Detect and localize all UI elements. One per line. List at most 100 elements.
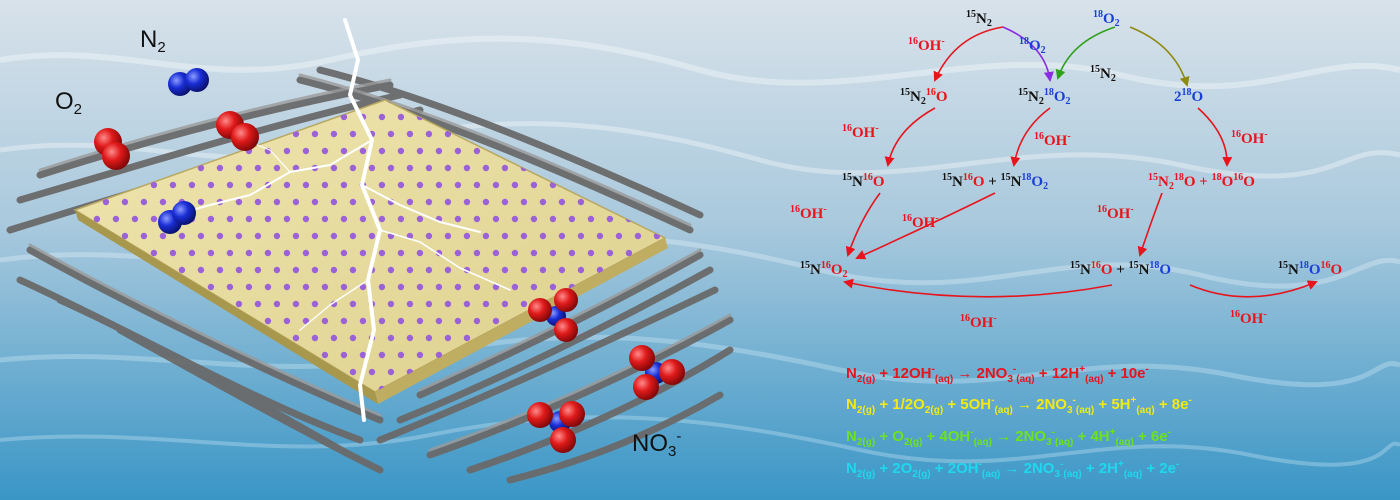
sheet-edge-left: [75, 210, 378, 404]
catalyst-dot: [283, 249, 291, 257]
catalyst-dot: [539, 232, 547, 240]
catalyst-dot: [235, 232, 243, 240]
nitrate-molecule-3: [527, 401, 585, 453]
catalyst-dot: [549, 283, 557, 291]
catalyst-dot: [520, 300, 528, 308]
nitrate-molecule-1: [528, 288, 578, 342]
catalyst-dot: [530, 283, 538, 291]
catalyst-dot: [473, 317, 481, 325]
catalyst-dot: [444, 300, 452, 308]
equation-part: → 2NO: [991, 428, 1047, 445]
catalyst-dot: [482, 300, 490, 308]
catalyst-dot: [207, 181, 215, 189]
catalyst-dot: [197, 266, 205, 274]
catalyst-dot: [406, 198, 414, 206]
catalyst-dot: [292, 300, 300, 308]
catalyst-dot: [425, 232, 433, 240]
catalyst-dot: [359, 147, 367, 155]
catalyst-dot: [330, 164, 338, 172]
catalyst-dot: [435, 351, 443, 359]
equation-4: N2(g) + 2O2(g) + 2OH-(aq) → 2NO3-(aq) + …: [846, 460, 1179, 480]
catalyst-dot: [245, 181, 253, 189]
catalyst-dot: [197, 198, 205, 206]
catalyst-dot: [530, 181, 538, 189]
catalyst-dot: [378, 113, 386, 121]
equation-part: + 4OH: [922, 428, 971, 445]
catalyst-dot: [368, 164, 376, 172]
catalyst-dot: [245, 283, 253, 291]
scheme-arrows: [843, 26, 1318, 298]
catalyst-dot: [283, 283, 291, 291]
catalyst-dot: [188, 249, 196, 257]
catalyst-dot: [321, 215, 329, 223]
catalyst-dot: [473, 249, 481, 257]
equation-part: + 12OH: [875, 365, 932, 382]
catalyst-dot: [292, 334, 300, 342]
catalyst-dot: [463, 334, 471, 342]
nitrate-molecule-2: [629, 345, 685, 400]
catalyst-dot: [596, 266, 604, 274]
catalyst-dot: [311, 300, 319, 308]
equation-part: 2(g): [856, 469, 876, 480]
catalyst-dot: [482, 266, 490, 274]
catalyst-dot: [178, 232, 186, 240]
catalyst-dot: [435, 181, 443, 189]
catalyst-dot: [121, 198, 129, 206]
equation-part: N: [846, 396, 857, 413]
catalyst-dot: [482, 198, 490, 206]
catalyst-dot: [397, 147, 405, 155]
catalyst-dot: [454, 215, 462, 223]
catalyst-dot: [397, 249, 405, 257]
catalyst-dot: [311, 198, 319, 206]
catalyst-dot: [254, 232, 262, 240]
equation-part: + O: [875, 428, 904, 445]
catalyst-dot: [454, 181, 462, 189]
equation-part: -: [1167, 427, 1171, 438]
scheme-n15-2: 15N2: [966, 9, 992, 29]
equation-part: -: [1072, 395, 1076, 406]
catalyst-dot: [321, 317, 329, 325]
catalyst-dot: [435, 283, 443, 291]
catalyst-dot: [501, 232, 509, 240]
equation-part: N: [846, 428, 857, 445]
catalyst-dot: [406, 164, 414, 172]
catalyst-dot: [169, 181, 177, 189]
catalyst-dot: [444, 198, 452, 206]
catalyst-dot: [473, 181, 481, 189]
catalyst-dot: [273, 300, 281, 308]
equation-part: (aq): [981, 469, 1001, 480]
catalyst-dot: [302, 317, 310, 325]
catalyst-dot: [435, 147, 443, 155]
catalyst-dot: [530, 215, 538, 223]
catalyst-dot: [511, 283, 519, 291]
catalyst-dot: [349, 368, 357, 376]
catalyst-dot: [397, 283, 405, 291]
catalyst-dot: [596, 232, 604, 240]
catalyst-dot: [169, 249, 177, 257]
scheme-oh-a: 16OH-: [908, 36, 945, 54]
catalyst-dot: [425, 266, 433, 274]
catalyst-dot: [539, 198, 547, 206]
equation-part: 2(g): [856, 405, 876, 416]
catalyst-dot: [340, 351, 348, 359]
catalyst-dot: [226, 283, 234, 291]
catalyst-dot: [321, 249, 329, 257]
equation-part: -: [1145, 364, 1149, 375]
equation-part: + 5OH: [943, 396, 992, 413]
equation-part: -: [1012, 364, 1017, 375]
equation-part: 3: [1066, 405, 1073, 416]
catalyst-dot: [321, 147, 329, 155]
catalyst-dot: [425, 198, 433, 206]
catalyst-dot: [207, 283, 215, 291]
catalyst-dot: [292, 164, 300, 172]
catalyst-dot: [454, 147, 462, 155]
equation-part: +: [1109, 427, 1116, 438]
catalyst-dot: [368, 232, 376, 240]
n2-molecule-on-sheet: [158, 201, 196, 234]
catalyst-dot: [387, 164, 395, 172]
catalyst-dot: [558, 266, 566, 274]
catalyst-dot: [615, 232, 623, 240]
catalyst-dot: [501, 266, 509, 274]
catalyst-dot: [634, 232, 642, 240]
